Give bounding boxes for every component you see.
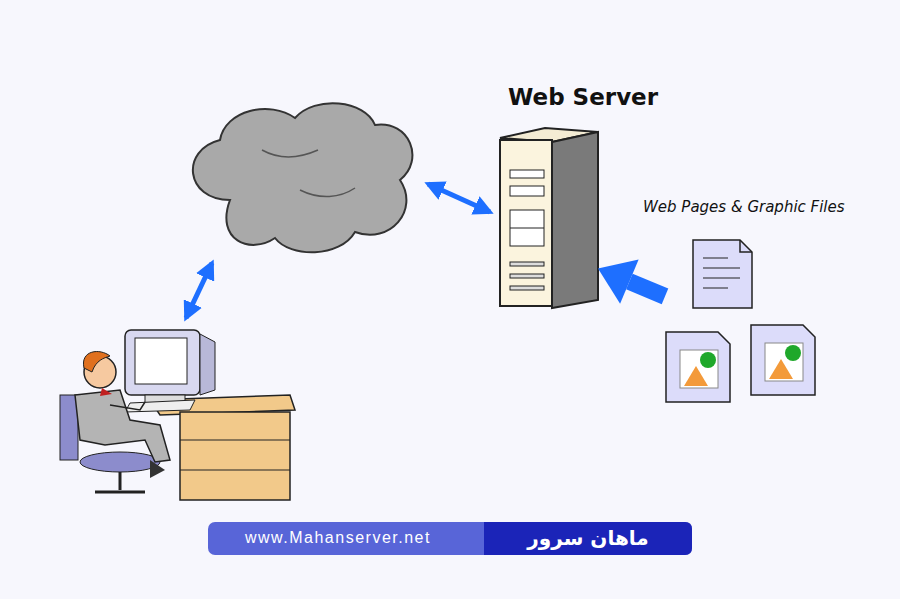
user-at-computer xyxy=(60,330,295,500)
brand-logo: ماهان سرور xyxy=(527,526,648,550)
website-url: www.Mahanserver.net xyxy=(245,529,431,547)
graphic-file xyxy=(751,325,815,395)
files-node: Web Pages & Graphic Files xyxy=(665,238,815,405)
server-node: Web Server xyxy=(500,128,598,308)
network-arrow xyxy=(428,184,490,212)
cloud xyxy=(193,103,413,252)
server-tower xyxy=(500,128,598,308)
network-arrow xyxy=(186,263,212,318)
upload-arrow xyxy=(598,259,665,303)
web-page-file xyxy=(693,240,752,308)
graphic-file xyxy=(666,332,730,402)
node-title: Web Server xyxy=(508,84,658,110)
footer-bar xyxy=(208,522,692,555)
node-title: Web Pages & Graphic Files xyxy=(643,198,845,216)
